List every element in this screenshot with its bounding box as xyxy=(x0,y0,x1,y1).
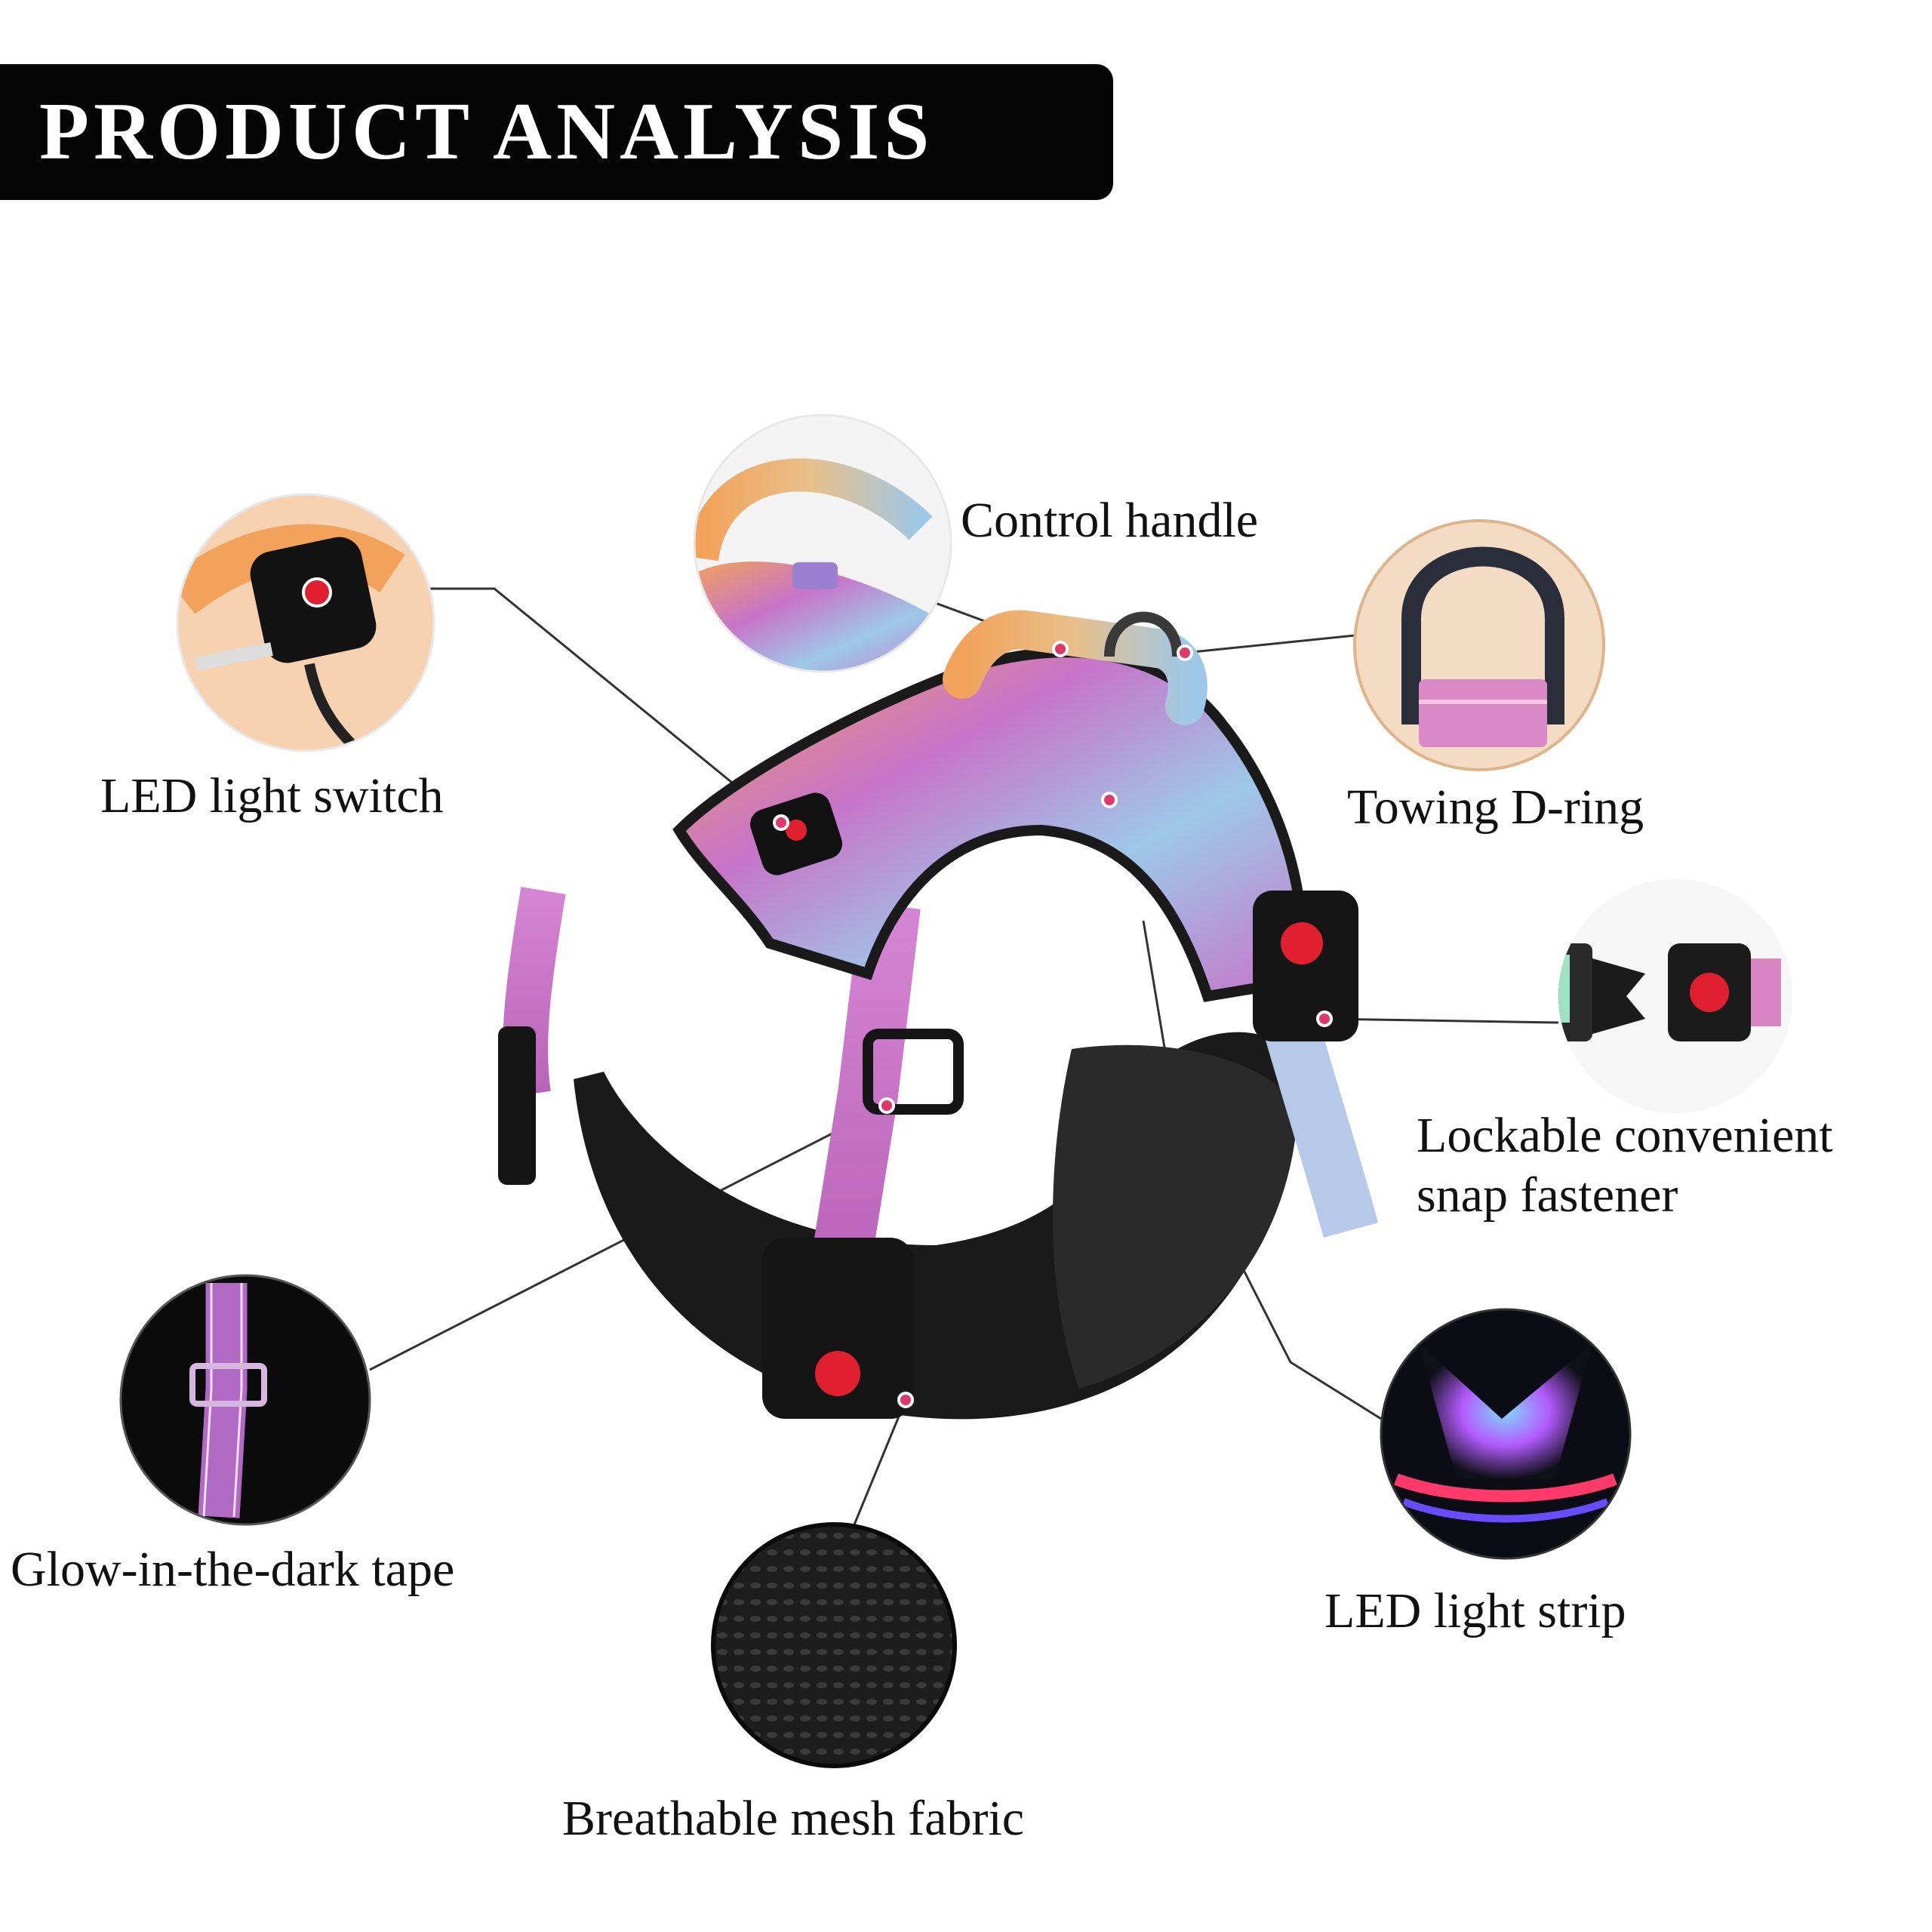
label-snap-fastener-line1: Lockable convenient xyxy=(1417,1108,1833,1163)
glow-tape-icon xyxy=(119,1274,371,1526)
pin-dot-mesh xyxy=(897,1392,914,1408)
label-snap-fastener-line2: snap fastener xyxy=(1417,1168,1678,1223)
label-snap-fastener: Lockable convenient snap fastener xyxy=(1417,1106,1932,1225)
strap-slider xyxy=(863,1029,964,1115)
leader-line-mesh xyxy=(851,1399,907,1529)
pin-dot-dring xyxy=(1177,645,1193,661)
label-glow-tape: Glow-in-the-dark tape xyxy=(11,1542,455,1597)
side-buckle xyxy=(1253,891,1358,1041)
led-strip-icon xyxy=(1380,1308,1632,1560)
snap-buckle-icon xyxy=(1558,879,1792,1113)
led-switch-icon xyxy=(176,493,435,752)
d-ring xyxy=(1104,611,1183,657)
pin-dot-handle xyxy=(1052,641,1069,657)
control-handle xyxy=(943,610,1208,725)
front-buckle-lock xyxy=(815,1351,860,1396)
mesh-fabric-icon xyxy=(711,1522,957,1768)
front-buckle xyxy=(762,1238,913,1419)
pin-dot-switch xyxy=(773,814,789,831)
d-ring-icon xyxy=(1353,519,1605,771)
belly-pad xyxy=(1053,1044,1298,1389)
pin-dot-buckle xyxy=(1316,1011,1333,1027)
page-title: PRODUCT ANALYSIS xyxy=(39,87,934,177)
label-control-handle: Control handle xyxy=(961,493,1259,548)
leader-line-switch xyxy=(426,587,782,824)
label-mesh-fabric: Breathable mesh fabric xyxy=(562,1791,1025,1846)
pin-dot-tape xyxy=(878,1097,895,1114)
side-buckle-lock xyxy=(1281,922,1323,964)
leader-line-dring xyxy=(1184,634,1355,654)
left-buckle xyxy=(498,1026,536,1185)
label-led-strip: LED light strip xyxy=(1324,1583,1626,1638)
leader-line-buckle xyxy=(1324,1017,1559,1024)
label-towing-dring: Towing D-ring xyxy=(1347,780,1644,835)
led-switch-button xyxy=(786,820,807,841)
control-handle-icon xyxy=(693,414,952,673)
label-led-switch: LED light switch xyxy=(100,768,444,823)
pin-dots xyxy=(773,641,1333,1408)
harness-body xyxy=(498,610,1379,1420)
pin-dot-panel xyxy=(1101,792,1118,808)
title-banner: PRODUCT ANALYSIS xyxy=(0,64,1113,200)
